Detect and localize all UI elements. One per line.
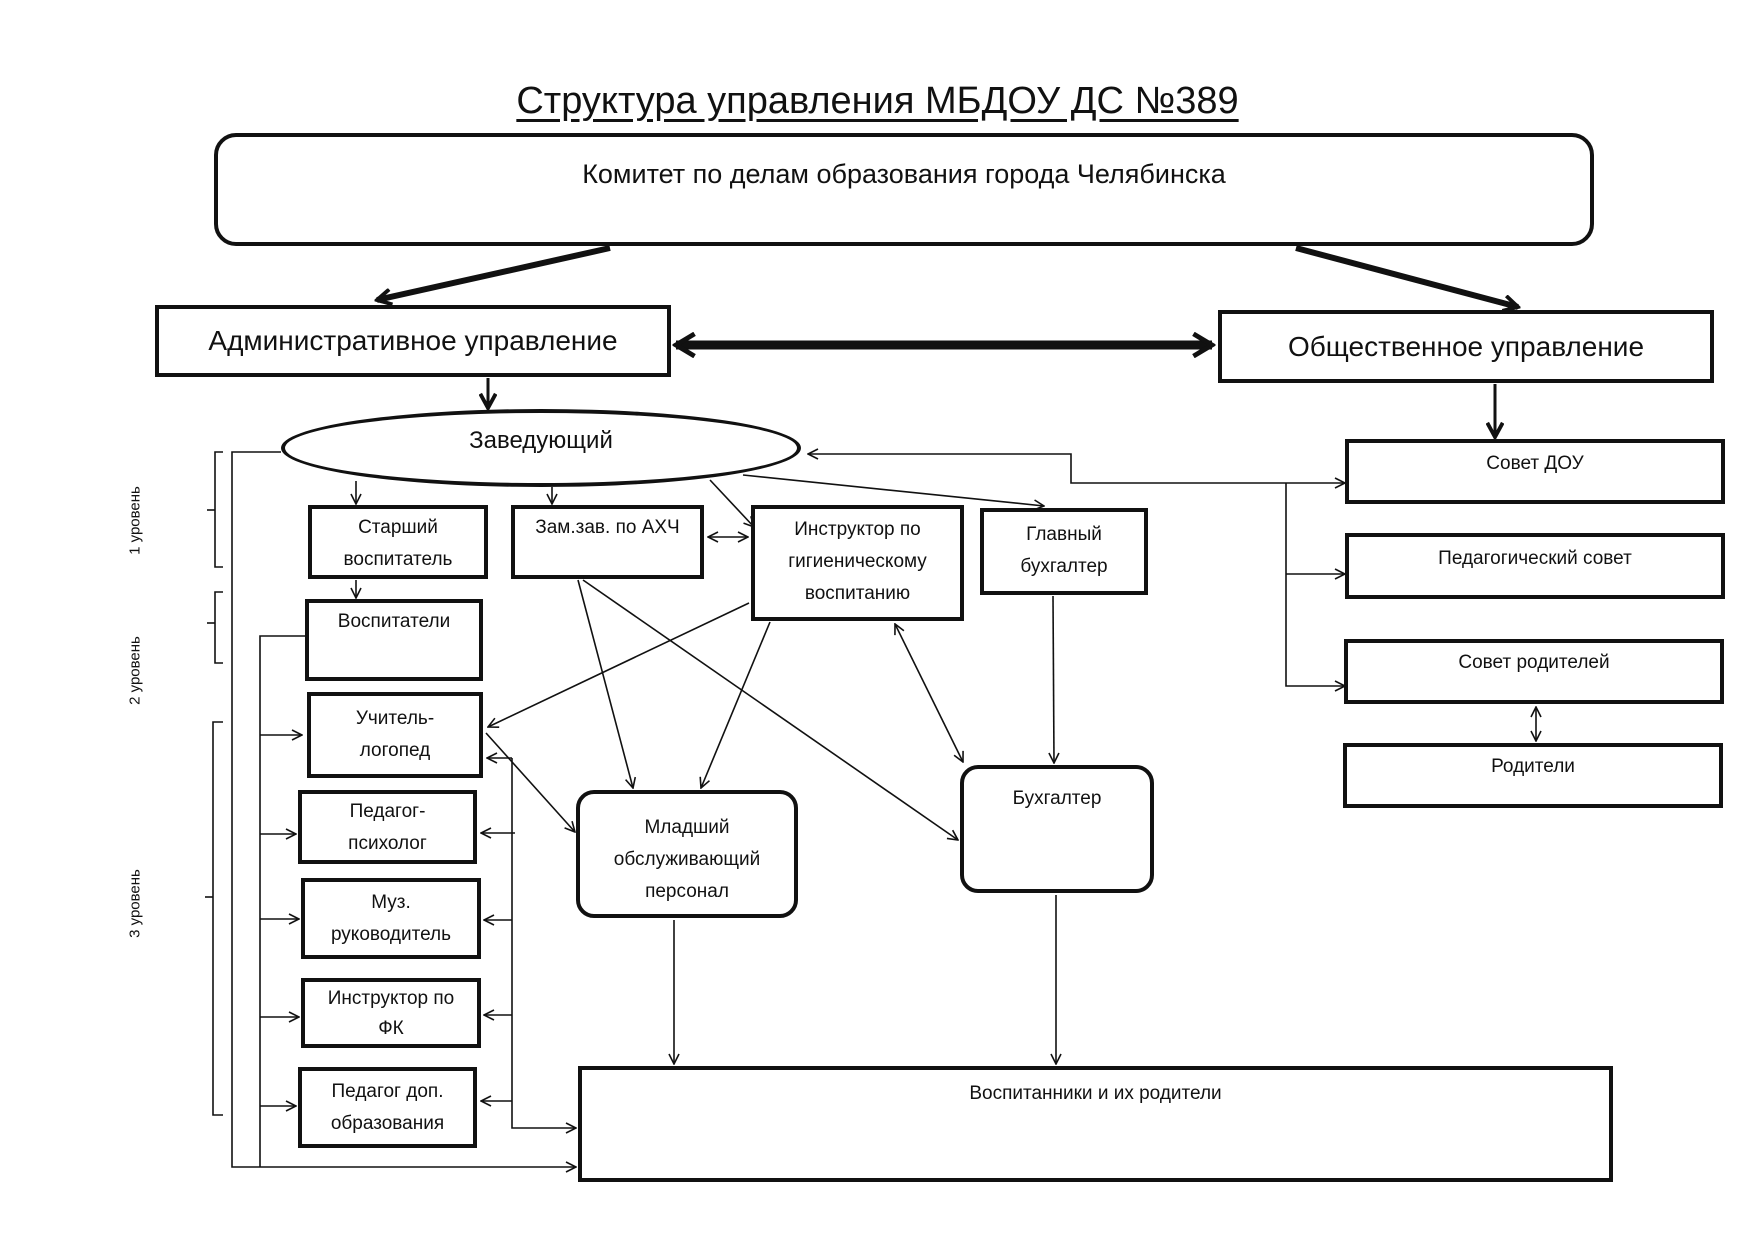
page-title: Структура управления МБДОУ ДС №389 <box>516 80 1239 122</box>
admin-label: Административное управление <box>208 325 618 356</box>
speech-therapist-box: Учитель- логопед <box>307 692 483 778</box>
level-1-label: 1 уровень <box>126 486 144 555</box>
senior-educator-line2: воспитатель <box>343 549 453 570</box>
arrow-committee-admin <box>377 245 611 300</box>
arrow-hygiene-speech <box>488 602 750 727</box>
connector-right-bus <box>511 758 576 1128</box>
senior-educator-box: Старший воспитатель <box>308 505 488 579</box>
level-3-label: 3 уровень <box>126 869 144 938</box>
educators-label: Воспитатели <box>337 611 451 632</box>
extra-line2: образования <box>330 1113 445 1134</box>
chief-acc-line1: Главный <box>1026 524 1102 545</box>
pedagogical-council-box: Педагогический совет <box>1345 533 1725 599</box>
psych-line1: Педагог- <box>349 801 426 822</box>
hygiene-instructor-box: Инструктор по гигиеническому воспитанию <box>751 505 964 621</box>
arrow-hygiene-accountant <box>895 624 963 762</box>
arrow-deputy-accountant <box>582 579 958 840</box>
head-label: Заведующий <box>469 427 613 454</box>
music-line1: Муз. <box>371 892 411 913</box>
admin-box: Административное управление <box>155 305 671 377</box>
connector-head-councils <box>808 454 1345 483</box>
pupils-label: Воспитанники и их родители <box>969 1083 1222 1104</box>
chief-acc-line2: бухгалтер <box>1020 556 1108 577</box>
accountant-box: Бухгалтер <box>960 765 1154 893</box>
pupils-box: Воспитанники и их родители <box>578 1066 1613 1182</box>
pe-line2: ФК <box>378 1018 404 1039</box>
junior-line2: обслуживающий <box>613 849 761 870</box>
accountant-label: Бухгалтер <box>1012 788 1102 809</box>
committee-box: Комитет по делам образования города Челя… <box>214 133 1594 246</box>
deputy-label: Зам.зав. по АХЧ <box>535 517 680 538</box>
arrow-hygiene-junior <box>701 621 771 788</box>
hygiene-line3: воспитанию <box>804 583 911 604</box>
dou-council-box: Совет ДОУ <box>1345 439 1725 504</box>
psychologist-box: Педагог- психолог <box>298 790 477 864</box>
dou-council-label: Совет ДОУ <box>1486 453 1584 474</box>
arrow-deputy-junior <box>577 579 633 788</box>
parents-council-box: Совет родителей <box>1344 639 1724 704</box>
arrow-head-hygiene <box>709 479 754 527</box>
pedagogical-council-label: Педагогический совет <box>1438 548 1632 569</box>
arrow-committee-public <box>1295 245 1518 307</box>
pe-line1: Инструктор по <box>327 988 455 1009</box>
hygiene-line1: Инструктор по <box>794 519 921 540</box>
psych-line2: психолог <box>348 833 427 854</box>
music-line2: руководитель <box>330 924 452 945</box>
chief-accountant-box: Главный бухгалтер <box>980 508 1148 595</box>
educators-box: Воспитатели <box>305 599 483 681</box>
music-director-box: Муз. руководитель <box>301 878 481 959</box>
connector-head-pupils <box>231 451 576 1167</box>
junior-line3: персонал <box>645 881 729 902</box>
pe-instructor-box: Инструктор по ФК <box>301 978 481 1048</box>
junior-staff-box: Младший обслуживающий персонал <box>576 790 798 918</box>
extra-education-box: Педагог доп. образования <box>298 1067 477 1148</box>
hygiene-line2: гигиеническому <box>788 551 927 572</box>
head-ellipse: Заведующий <box>281 409 801 487</box>
bracket-level-1 <box>214 451 223 568</box>
connector-councils-branch <box>1285 483 1345 686</box>
arrow-chief-accountant <box>1053 595 1054 763</box>
parents-label: Родители <box>1491 756 1575 777</box>
parents-council-label: Совет родителей <box>1458 652 1610 673</box>
committee-label: Комитет по делам образования города Челя… <box>582 159 1226 189</box>
arrow-head-chief-acc <box>742 474 1044 506</box>
level-2-label: 2 уровень <box>126 636 144 705</box>
speech-line1: Учитель- <box>355 708 435 729</box>
public-box: Общественное управление <box>1218 310 1714 383</box>
parents-box: Родители <box>1343 743 1723 808</box>
bracket-level-2 <box>214 591 223 664</box>
senior-educator-line1: Старший <box>358 517 438 538</box>
public-label: Общественное управление <box>1287 331 1645 362</box>
connector-educators-bus <box>259 635 305 1167</box>
deputy-box: Зам.зав. по АХЧ <box>511 505 704 579</box>
speech-line2: логопед <box>359 740 431 761</box>
junior-line1: Младший <box>644 817 730 838</box>
arrow-speech-junior <box>485 732 575 832</box>
bracket-level-3 <box>212 721 223 1116</box>
extra-line1: Педагог доп. <box>331 1081 444 1102</box>
